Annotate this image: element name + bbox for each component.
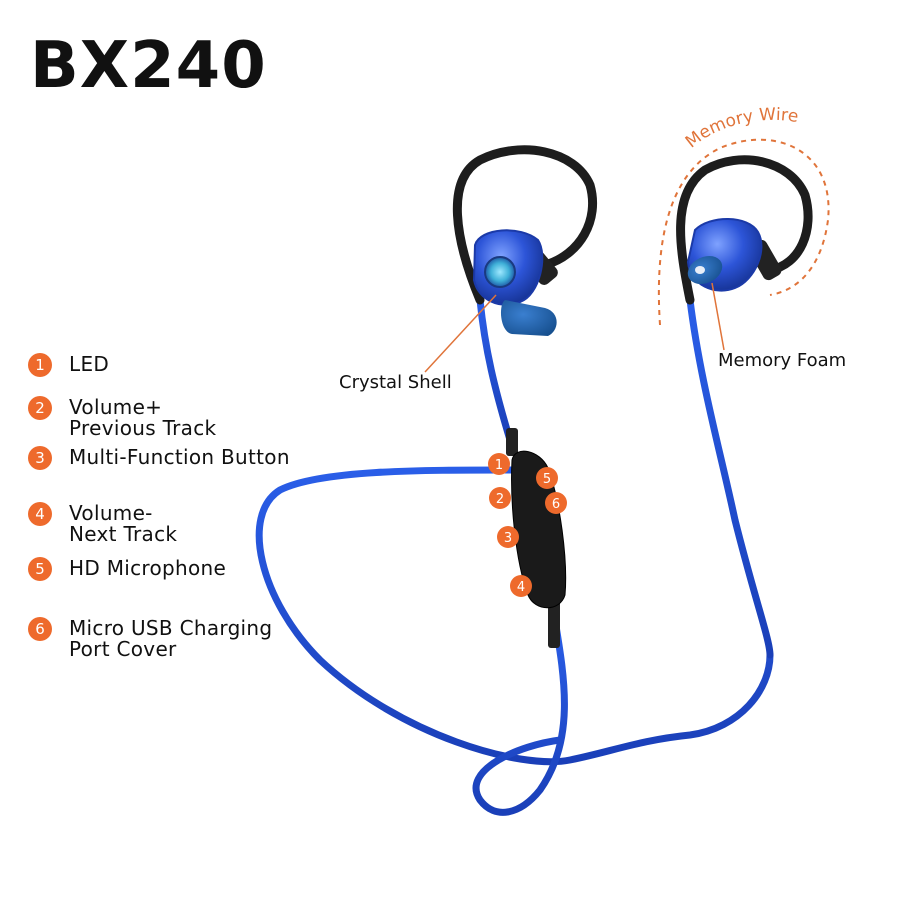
remote-marker-5: 5 (543, 472, 551, 487)
left-earbud (472, 229, 557, 336)
feature-label: Micro USB Charging Port Cover (69, 616, 273, 661)
number-badge: 3 (28, 446, 52, 470)
number-badge: 2 (28, 396, 52, 420)
feature-label: LED (69, 352, 110, 376)
memory-foam-label: Memory Foam (718, 350, 847, 371)
feature-item-volume-down: 4 Volume- Next Track (28, 501, 178, 546)
number-badge: 1 (28, 353, 52, 377)
feature-item-led: 1 LED (28, 352, 110, 377)
remote-marker-1: 1 (495, 458, 503, 473)
feature-label: Volume- Next Track (69, 501, 178, 546)
number-badge: 6 (28, 617, 52, 641)
feature-item-volume-up: 2 Volume+ Previous Track (28, 395, 217, 440)
feature-label: Volume+ Previous Track (69, 395, 217, 440)
neck-cable (255, 466, 774, 766)
remote-marker-6: 6 (552, 497, 560, 512)
crystal-shell-label: Crystal Shell (339, 372, 452, 393)
right-earhook (676, 155, 813, 305)
feature-label: Multi-Function Button (69, 445, 290, 469)
remote-marker-4: 4 (517, 580, 525, 595)
left-earhook (452, 145, 598, 305)
feature-label: HD Microphone (69, 556, 227, 580)
remote-marker-3: 3 (504, 531, 512, 546)
feature-item-microphone: 5 HD Microphone (28, 556, 227, 581)
remote-marker-2: 2 (496, 492, 504, 507)
number-badge: 4 (28, 502, 52, 526)
number-badge: 5 (28, 557, 52, 581)
feature-item-usb-port: 6 Micro USB Charging Port Cover (28, 616, 273, 661)
right-cable (686, 296, 774, 659)
memory-wire-label: Memory Wire (682, 105, 800, 153)
crystal-shell-pointer (424, 294, 497, 373)
memory-foam-pointer (711, 282, 725, 351)
remote-markers: 1 2 3 4 5 6 (488, 453, 567, 597)
product-title: BX240 (30, 29, 267, 103)
left-cable (476, 296, 514, 444)
right-earbud (686, 218, 763, 292)
remote-lower-cable (472, 616, 568, 816)
feature-item-multi-function: 3 Multi-Function Button (28, 445, 290, 470)
